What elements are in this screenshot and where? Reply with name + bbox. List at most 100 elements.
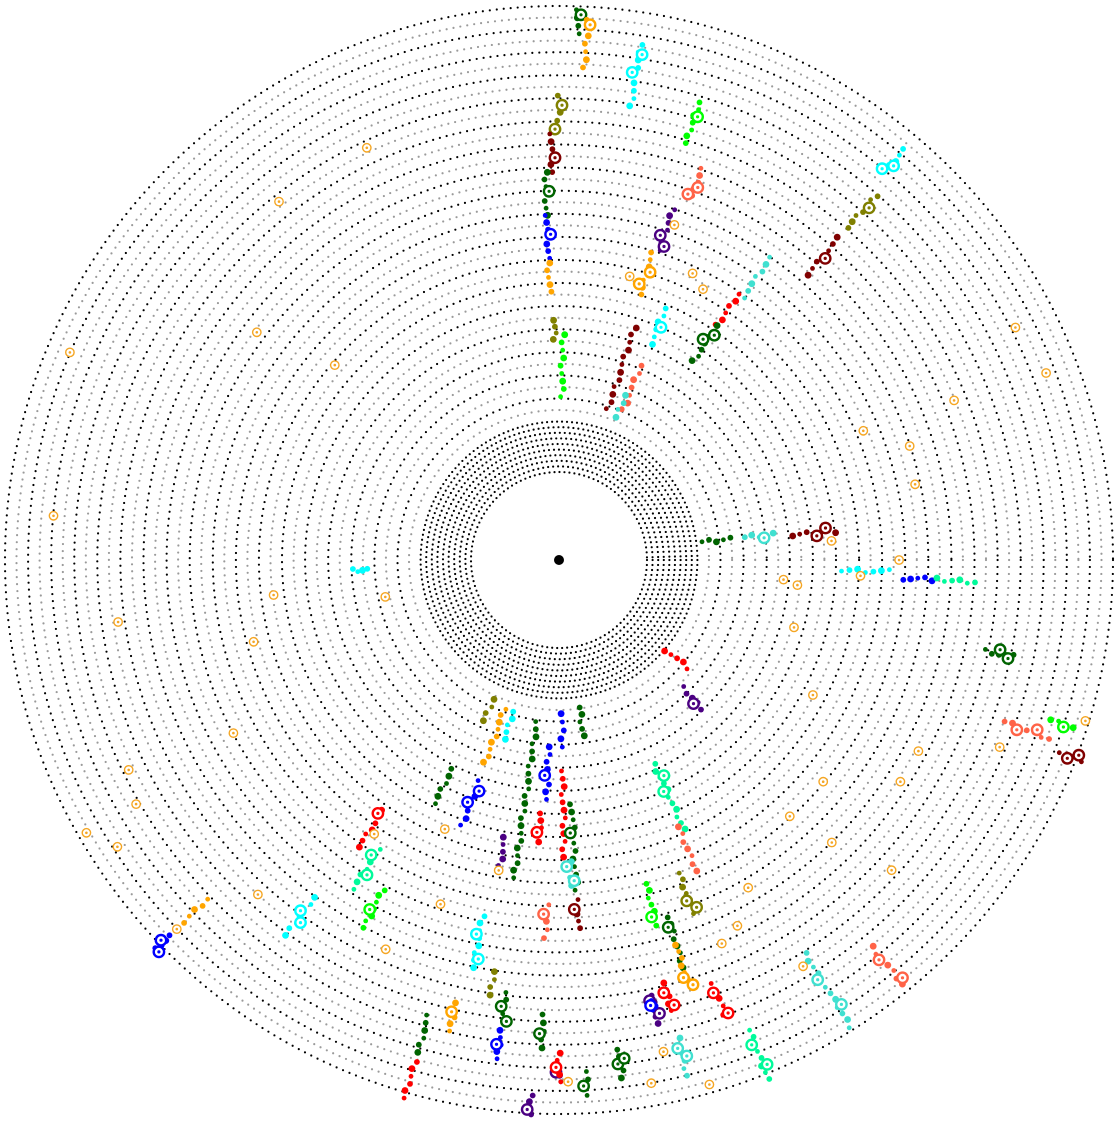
track <box>557 710 567 750</box>
track-ring-center <box>537 1032 542 1036</box>
track-dot <box>956 576 964 584</box>
track-dot <box>747 1027 752 1033</box>
track-dot <box>741 534 748 541</box>
track-dot <box>1038 735 1044 740</box>
track-ring-center <box>823 256 827 260</box>
track-ring-center <box>553 127 557 131</box>
track-dot <box>363 831 369 837</box>
track-dot <box>495 718 503 726</box>
track-ring-center <box>588 23 592 27</box>
scatter-ring-center <box>252 640 255 644</box>
track-dot <box>878 567 885 575</box>
track-ring-center <box>549 232 553 236</box>
track-dot <box>942 579 947 584</box>
track-dot <box>1023 727 1030 734</box>
track-dot <box>205 896 211 902</box>
track-dot <box>407 1081 413 1087</box>
track-dot <box>766 1076 773 1082</box>
track-dot <box>560 783 568 790</box>
track-dot <box>528 755 536 763</box>
track-dot <box>900 576 907 583</box>
outer-ring <box>315 316 803 804</box>
track-dot <box>560 853 567 861</box>
outer-ring <box>84 85 1034 1035</box>
track-dot <box>529 748 535 755</box>
track-dot <box>611 384 617 389</box>
track-dot <box>437 786 444 792</box>
track-ring-center <box>630 70 634 74</box>
track-dot <box>680 876 686 883</box>
track-dot <box>684 666 690 672</box>
track <box>152 932 173 959</box>
track-ring-center <box>547 189 551 193</box>
track-dot <box>681 1066 687 1071</box>
track-dot <box>664 914 671 921</box>
track-dot <box>356 843 363 851</box>
track-dot <box>900 146 906 152</box>
track-ring-center <box>711 991 716 995</box>
track-ring-center <box>474 932 478 936</box>
track-dot <box>736 291 742 297</box>
track <box>699 534 734 546</box>
track-dot <box>661 313 667 319</box>
track-ring-center <box>1006 656 1010 661</box>
track-dot <box>620 400 627 407</box>
track-dot <box>286 925 293 932</box>
track-ring-center <box>637 282 641 286</box>
scatter-ring-center <box>443 827 447 831</box>
track-dot <box>359 566 366 574</box>
track-dot <box>615 407 621 412</box>
track-dot <box>541 935 547 941</box>
track-dot <box>282 932 289 939</box>
track <box>869 942 909 988</box>
track-dot <box>521 793 528 799</box>
track-dot <box>584 32 592 40</box>
track-dot <box>689 861 696 868</box>
track-dot <box>549 169 556 176</box>
track-dot <box>560 386 567 392</box>
track <box>577 1069 591 1098</box>
outer-ring <box>304 305 814 815</box>
track-dot <box>359 837 366 844</box>
track-dot <box>494 1056 500 1062</box>
track-dot <box>502 735 509 743</box>
track-dot <box>680 658 687 666</box>
track <box>676 870 703 917</box>
scatter-ring-center <box>811 693 815 697</box>
track-ring-center <box>649 1003 653 1008</box>
track-dot <box>661 780 667 787</box>
outer-ring <box>61 62 1057 1058</box>
track <box>486 968 498 999</box>
track-dot <box>351 886 357 892</box>
track-dot <box>645 895 651 901</box>
track <box>494 990 513 1028</box>
track-dot <box>683 690 690 697</box>
track-dot <box>375 891 383 899</box>
track-dot <box>753 274 758 279</box>
track-dot <box>559 768 564 774</box>
track-dot <box>609 391 617 398</box>
track-dot <box>521 800 529 807</box>
track-dot <box>447 1028 452 1034</box>
scatter-ring-center <box>85 831 88 835</box>
track-dot <box>550 316 557 324</box>
track-dot <box>560 806 568 814</box>
track-dot <box>577 925 583 932</box>
track-ring-center <box>1015 728 1019 732</box>
track <box>742 254 772 301</box>
track-dot <box>648 901 655 908</box>
track-dot <box>485 753 492 760</box>
track-dot <box>726 303 732 309</box>
track <box>414 1012 429 1056</box>
scatter-ring-center <box>116 620 120 624</box>
track-dot <box>537 810 543 817</box>
track-dot <box>789 532 797 540</box>
track-dot <box>510 866 517 874</box>
track-ring-center <box>657 1011 662 1016</box>
track-ring-center <box>622 1056 626 1060</box>
track-dot <box>755 1049 760 1054</box>
track-dot <box>614 1046 621 1053</box>
track <box>538 743 553 802</box>
outer-ring <box>15 16 1103 1104</box>
scatter-ring-center <box>782 578 785 581</box>
